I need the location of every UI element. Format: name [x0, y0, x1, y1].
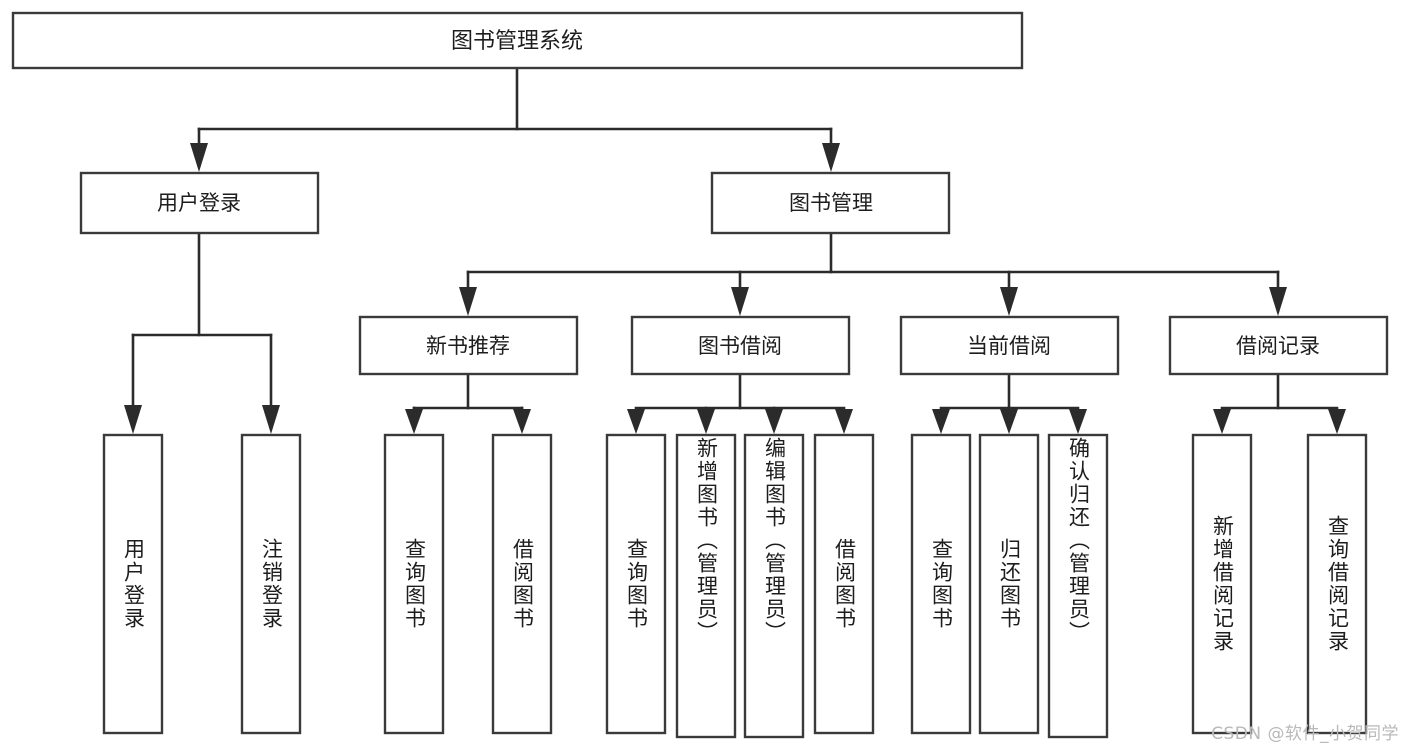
node-new-book-recommend-label: 新书推荐 [426, 334, 510, 358]
box-group: 图书管理系统 用户登录 图书管理 新书推荐 图书借阅 当前借阅 借阅记录 [11, 11, 1389, 739]
leaf-user-login-1-box[interactable] [102, 433, 164, 735]
arrow-head-borrow-leaf1 [627, 409, 645, 434]
leaf-new-book-1-box[interactable] [383, 433, 445, 735]
leaf-book-borrow-1-box[interactable] [605, 433, 667, 735]
arrow-head-current-borrow [1000, 287, 1018, 316]
arrow-head-ul-leaf1 [124, 405, 142, 434]
node-current-borrow-box[interactable] [899, 315, 1120, 376]
leaf-book-borrow-4-box[interactable] [813, 433, 875, 735]
node-user-login-label: 用户登录 [157, 191, 241, 215]
arrow-head-user-login [190, 143, 208, 172]
leaf-user-login-2-box[interactable] [240, 433, 302, 735]
node-borrow-records-label: 借阅记录 [1236, 334, 1320, 358]
connector-group [124, 66, 1346, 434]
node-root-box[interactable] [11, 11, 1024, 70]
node-book-management-label: 图书管理 [789, 191, 873, 215]
arrow-head-records-leaf1 [1213, 409, 1231, 434]
leaf-borrow-records-2-box[interactable] [1306, 433, 1368, 735]
arrow-head-current-leaf3 [1069, 409, 1087, 434]
arrow-head-current-leaf1 [932, 409, 950, 434]
arrow-head-borrow-leaf3 [765, 409, 783, 434]
node-current-borrow-label: 当前借阅 [967, 334, 1051, 358]
leaf-current-borrow-3-box[interactable] [1047, 433, 1109, 739]
arrow-head-new-leaf2 [513, 409, 531, 434]
leaf-borrow-records-1-box[interactable] [1191, 433, 1253, 735]
node-book-management-box[interactable] [710, 171, 951, 235]
leaf-current-borrow-1-box[interactable] [910, 433, 972, 735]
leaf-new-book-2-box[interactable] [491, 433, 553, 735]
arrow-head-new-book [459, 287, 477, 316]
arrow-head-current-leaf2 [1000, 409, 1018, 434]
csdn-watermark: CSDN @软件_小贺同学 [1211, 724, 1399, 744]
node-new-book-recommend-box[interactable] [358, 315, 579, 376]
node-root-label: 图书管理系统 [451, 29, 583, 54]
arrow-head-book-borrow [731, 287, 749, 316]
leaf-book-borrow-2-box[interactable] [675, 433, 737, 739]
node-borrow-records-box[interactable] [1168, 315, 1389, 376]
arrow-head-ul-leaf2 [262, 405, 280, 434]
leaf-book-borrow-3-box[interactable] [743, 433, 805, 739]
node-book-borrow-label: 图书借阅 [698, 334, 782, 358]
arrow-head-borrow-leaf4 [835, 409, 853, 434]
arrow-head-records-leaf2 [1328, 409, 1346, 434]
arrow-head-new-leaf1 [405, 409, 423, 434]
leaf-current-borrow-2-box[interactable] [978, 433, 1040, 735]
node-book-borrow-box[interactable] [630, 315, 851, 376]
arrow-head-borrow-records [1269, 287, 1287, 316]
arrow-head-book-mgmt [822, 143, 840, 172]
node-user-login-box[interactable] [79, 171, 320, 235]
arrow-head-borrow-leaf2 [697, 409, 715, 434]
